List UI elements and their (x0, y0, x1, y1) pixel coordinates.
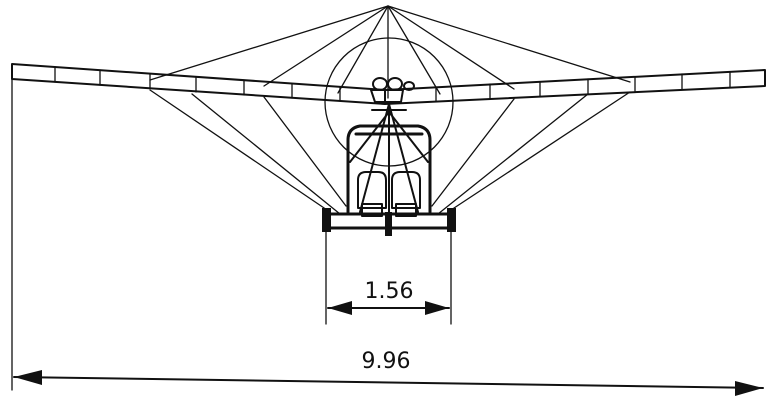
right-wing-panel (384, 69, 766, 105)
wingspan-label: 9.96 (362, 349, 411, 374)
upper-bracing-wires (149, 5, 631, 99)
lower-bracing-wires (149, 89, 631, 215)
wingspan-dimension: 9.96 (11, 65, 764, 396)
nose-wheel (385, 212, 392, 236)
track-width-label: 1.56 (365, 279, 414, 304)
seats (357, 171, 421, 217)
left-wing-ribs (54, 66, 341, 102)
right-wheel (447, 208, 456, 232)
right-seat (391, 171, 421, 209)
left-seat (357, 171, 387, 209)
left-wheel (322, 208, 331, 232)
undercarriage (322, 208, 456, 236)
cockpit-struts (349, 103, 429, 213)
engine (370, 77, 415, 103)
left-wing-panel (11, 63, 386, 105)
track-width-dimension: 1.56 (325, 231, 452, 325)
right-wing-ribs (435, 71, 731, 102)
